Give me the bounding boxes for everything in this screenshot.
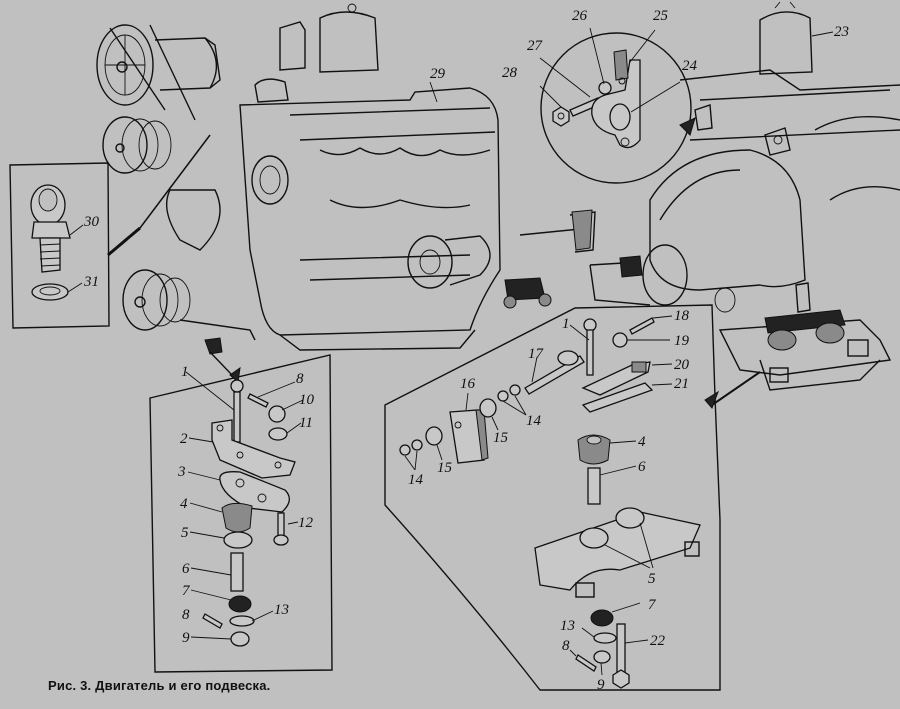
- front-mount-exploded: [149, 351, 333, 673]
- leader-line: [190, 567, 232, 576]
- part-label-15: 15: [493, 430, 509, 446]
- figure-caption: Рис. 3. Двигатель и его подвеска.: [48, 678, 271, 693]
- leader-line: [811, 31, 834, 37]
- leader-line: [281, 399, 304, 411]
- leader-line: [531, 356, 538, 383]
- leader-line: [190, 589, 232, 601]
- part-label-13-rear: 13: [560, 618, 575, 634]
- engine-left-illustration: [96, 3, 596, 355]
- leader-line: [624, 639, 649, 644]
- part-label-4: 4: [180, 496, 188, 512]
- leader-line: [287, 521, 299, 525]
- part-label-1-rear: 1: [562, 316, 570, 332]
- part-label-31: 31: [83, 274, 99, 290]
- leader-line: [581, 627, 595, 638]
- part-label-22: 22: [650, 633, 666, 649]
- part-label-15b: 15: [437, 460, 453, 476]
- part-label-13: 13: [274, 602, 289, 618]
- part-label-20: 20: [674, 357, 690, 373]
- leader-line: [189, 502, 223, 513]
- leader-line: [651, 383, 673, 386]
- leader-line: [190, 636, 232, 640]
- part-label-19: 19: [674, 333, 690, 349]
- part-label-28: 28: [502, 65, 518, 81]
- part-label-11: 11: [299, 415, 313, 431]
- leader-line: [514, 395, 527, 416]
- leader-line: [569, 649, 577, 657]
- leader-line: [569, 324, 590, 341]
- engine-right-illustration: [589, 1, 900, 391]
- pointer-arrow: [704, 390, 719, 409]
- leader-line: [539, 57, 591, 98]
- leader-line: [188, 437, 214, 443]
- rear-mount-exploded: [384, 304, 761, 691]
- leader-line: [491, 416, 499, 431]
- leader-line: [609, 440, 637, 444]
- leader-line: [429, 81, 438, 103]
- leader-line: [589, 27, 605, 85]
- part-label-8: 8: [296, 371, 304, 387]
- part-label-6: 6: [182, 561, 190, 577]
- part-label-27: 27: [527, 38, 544, 54]
- leader-line: [652, 315, 673, 319]
- part-label-3: 3: [177, 464, 186, 480]
- part-label-21: 21: [674, 376, 689, 392]
- part-label-6-rear: 6: [638, 459, 646, 475]
- leader-line: [651, 363, 673, 366]
- leader-line: [600, 662, 603, 676]
- part-label-9-rear: 9: [597, 677, 605, 693]
- part-label-7-rear: 7: [648, 597, 657, 613]
- leader-line: [630, 81, 681, 113]
- part-label-25: 25: [653, 8, 669, 24]
- leader-line: [465, 392, 469, 411]
- leader-line: [414, 450, 418, 471]
- part-label-5-rear: 5: [648, 571, 656, 587]
- part-label-12: 12: [298, 515, 314, 531]
- part-label-18: 18: [674, 308, 690, 324]
- part-label-4-rear: 4: [638, 434, 646, 450]
- part-label-24: 24: [682, 58, 698, 74]
- part-label-1: 1: [181, 364, 189, 380]
- part-label-7: 7: [182, 583, 191, 599]
- leader-line: [251, 610, 274, 622]
- pointer-arrow: [679, 117, 696, 136]
- leader-line: [611, 602, 641, 613]
- part-label-26: 26: [572, 8, 588, 24]
- leader-line: [187, 471, 221, 481]
- leader-line: [436, 444, 443, 461]
- leader-line: [185, 371, 235, 411]
- leader-line: [286, 422, 302, 434]
- inset-eyebolt-detail: [9, 134, 211, 329]
- inset-circle-detail: [539, 27, 696, 184]
- part-label-10: 10: [299, 392, 315, 408]
- part-label-17: 17: [528, 346, 545, 362]
- leader-line: [539, 85, 562, 108]
- leader-line: [604, 544, 651, 569]
- part-label-29: 29: [430, 66, 446, 82]
- leader-line: [599, 465, 637, 476]
- part-label-2: 2: [180, 431, 188, 447]
- leader-line: [257, 381, 296, 398]
- leader-line: [189, 531, 225, 539]
- part-label-30: 30: [83, 214, 100, 230]
- leader-line: [502, 400, 527, 416]
- leader-line: [69, 224, 84, 236]
- part-label-8-rear: 8: [562, 638, 570, 654]
- leader-line: [629, 29, 656, 63]
- part-label-8b: 8: [182, 607, 190, 623]
- leader-line: [67, 282, 83, 293]
- part-label-14b: 14: [408, 472, 424, 488]
- part-label-16: 16: [460, 376, 476, 392]
- part-label-5: 5: [181, 525, 189, 541]
- leader-line: [639, 522, 654, 569]
- part-label-14: 14: [526, 413, 542, 429]
- part-label-9: 9: [182, 630, 190, 646]
- pointer-arrow: [229, 366, 241, 383]
- part-label-23: 23: [834, 24, 849, 40]
- part-labels: 29 23 28 27 26 25 24 30 31 1 8 10 11 2 3…: [83, 8, 849, 693]
- leader-line: [404, 455, 416, 471]
